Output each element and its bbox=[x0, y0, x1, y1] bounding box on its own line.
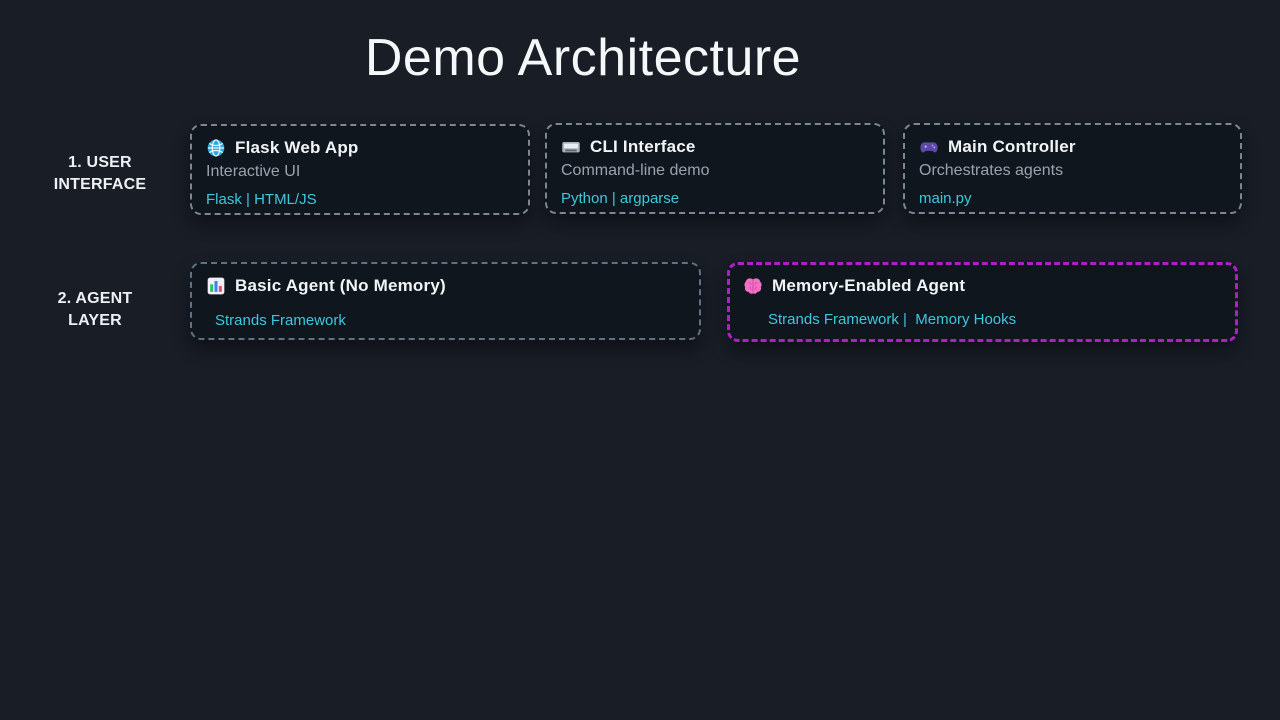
row-label-line1: 1. USER bbox=[68, 154, 132, 171]
card-header: CLI Interface bbox=[561, 136, 869, 158]
page-title: Demo Architecture bbox=[364, 29, 802, 87]
card-title: Basic Agent (No Memory) bbox=[235, 276, 446, 295]
card-subtitle: Interactive UI bbox=[206, 163, 301, 180]
card-tech: Strands Framework bbox=[215, 312, 346, 329]
card-tech: Flask | HTML/JS bbox=[206, 191, 317, 208]
keyboard-icon bbox=[561, 137, 581, 157]
card-header: Basic Agent (No Memory) bbox=[206, 275, 685, 297]
card-tech: Strands Framework | Memory Hooks bbox=[768, 311, 1017, 328]
brain-icon bbox=[743, 276, 763, 296]
card-basic-agent: Basic Agent (No Memory) Strands Framewor… bbox=[190, 262, 701, 340]
card-header: Main Controller bbox=[919, 136, 1226, 158]
card-memory-enabled-agent: Memory-Enabled Agent Strands Framework |… bbox=[727, 262, 1238, 342]
gamepad-icon bbox=[919, 137, 939, 157]
card-subtitle: Command-line demo bbox=[561, 162, 710, 179]
card-subtitle: Orchestrates agents bbox=[919, 162, 1064, 179]
card-title: Main Controller bbox=[948, 137, 1076, 156]
row-label-line1: 2. AGENT bbox=[57, 290, 133, 307]
row-label-line2: INTERFACE bbox=[53, 176, 147, 193]
card-tech: main.py bbox=[919, 190, 972, 207]
bar-chart-icon bbox=[206, 276, 226, 296]
card-title: Flask Web App bbox=[235, 138, 359, 157]
row-label-agent-layer: 2. AGENT LAYER bbox=[28, 288, 162, 332]
globe-icon bbox=[206, 138, 226, 158]
card-title: CLI Interface bbox=[590, 137, 696, 156]
card-main-controller: Main Controller Orchestrates agents main… bbox=[903, 123, 1242, 214]
card-title: Memory-Enabled Agent bbox=[772, 276, 966, 295]
card-tech: Python | argparse bbox=[561, 190, 680, 207]
card-flask-web-app: Flask Web App Interactive UI Flask | HTM… bbox=[190, 124, 530, 215]
row-label-user-interface: 1. USER INTERFACE bbox=[30, 152, 170, 196]
card-header: Memory-Enabled Agent bbox=[743, 275, 1222, 297]
card-header: Flask Web App bbox=[206, 137, 514, 159]
card-cli-interface: CLI Interface Command-line demo Python |… bbox=[545, 123, 885, 214]
row-label-line2: LAYER bbox=[68, 312, 122, 329]
